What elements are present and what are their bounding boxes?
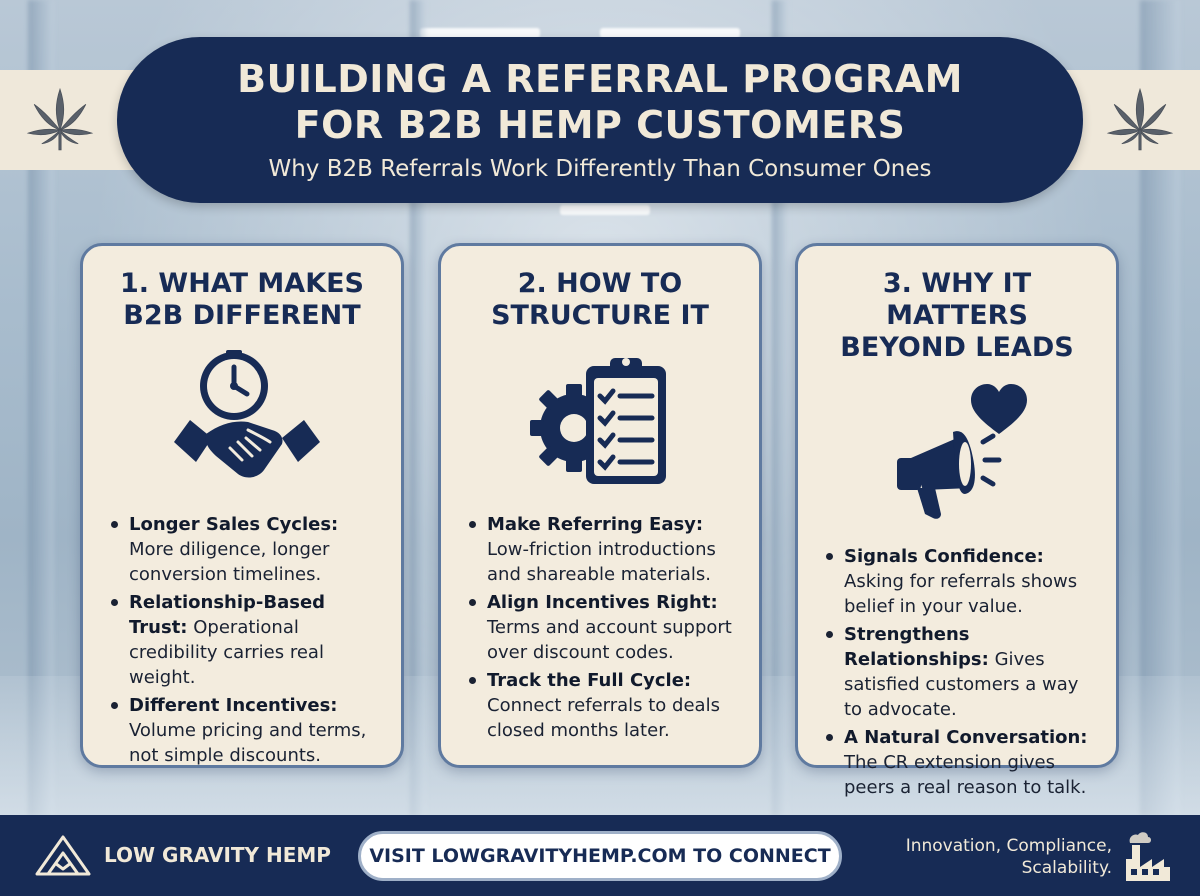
list-item: Longer Sales Cycles: More diligence, lon…	[107, 512, 387, 587]
list-item: Align Incentives Right: Terms and accoun…	[465, 590, 745, 665]
hemp-leaf-icon	[26, 87, 94, 151]
card-title-line-2: B2B DIFFERENT	[123, 300, 361, 331]
mountain-logo-icon	[35, 835, 91, 876]
card-title-line-2: STRUCTURE IT	[491, 300, 709, 331]
tagline-line-2: Scalability.	[1021, 858, 1112, 878]
card-what-makes-b2b-different: 1. WHAT MAKES B2B DIFFERENT Lo	[80, 243, 404, 768]
card-title-line-1: 2. HOW TO	[517, 268, 683, 299]
page-subtitle: Why B2B Referrals Work Differently Than …	[268, 156, 932, 182]
bullet-text: Gives satisfied customers a way to advoc…	[844, 649, 1079, 720]
bullet-heading: Signals Confidence:	[844, 546, 1044, 567]
gear-checklist-icon	[530, 358, 666, 484]
list-item: Signals Confidence: Asking for referrals…	[822, 544, 1102, 619]
hemp-leaf-icon	[1106, 87, 1174, 151]
bullet-list: Make Referring Easy: Low-friction introd…	[465, 512, 745, 743]
visit-website-button[interactable]: VISIT LOWGRAVITYHEMP.COM TO CONNECT	[358, 831, 842, 881]
bullet-heading: Different Incentives:	[129, 695, 338, 716]
list-item: Track the Full Cycle: Connect referrals …	[465, 668, 745, 743]
card-why-it-matters-beyond-leads: 3. WHY IT MATTERS BEYOND LEADS Signals C…	[795, 243, 1119, 798]
bullet-heading: Align Incentives Right:	[487, 592, 718, 613]
card-how-to-structure-it: 2. HOW TO STRUCTURE IT Make	[438, 243, 762, 768]
card-title: 2. HOW TO STRUCTURE IT	[465, 268, 735, 332]
bullet-heading: Make Referring Easy:	[487, 514, 704, 535]
bullet-text: Connect referrals to deals closed months…	[487, 695, 720, 741]
bullet-text: The CR extension gives peers a real reas…	[844, 752, 1087, 798]
factory-icon	[1126, 832, 1170, 881]
list-item: Different Incentives: Volume pricing and…	[107, 693, 387, 768]
list-item: Strengthens Relationships: Gives satisfi…	[822, 622, 1102, 722]
bullet-list: Longer Sales Cycles: More diligence, lon…	[107, 512, 387, 768]
bullet-heading: Track the Full Cycle:	[487, 670, 692, 691]
card-title: 3. WHY IT MATTERS BEYOND LEADS	[822, 268, 1092, 364]
list-item: Relationship-Based Trust: Operational cr…	[107, 590, 387, 690]
bullet-heading: Relationship-Based Trust:	[129, 592, 326, 638]
page-title-line-1: BUILDING A REFERRAL PROGRAM	[237, 57, 963, 101]
background-column	[772, 0, 788, 816]
handshake-clock-icon	[174, 350, 320, 478]
tagline: Innovation, Compliance, Scalability.	[882, 835, 1112, 879]
bullet-text: Low-friction introductions and shareable…	[487, 539, 716, 585]
card-title-line-1: 3. WHY IT MATTERS	[882, 268, 1032, 331]
footer-bar: LOW GRAVITY HEMP VISIT LOWGRAVITYHEMP.CO…	[0, 815, 1200, 896]
ceiling-light	[420, 28, 540, 38]
background-column	[410, 0, 426, 816]
ceiling-light	[600, 28, 740, 38]
page-title-line-2: FOR B2B HEMP CUSTOMERS	[294, 103, 906, 147]
bullet-heading: A Natural Conversation:	[844, 727, 1088, 748]
card-title: 1. WHAT MAKES B2B DIFFERENT	[107, 268, 377, 332]
bullet-text: More diligence, longer conversion timeli…	[129, 539, 330, 585]
bullet-text: Asking for referrals shows belief in you…	[844, 571, 1078, 617]
list-item: A Natural Conversation: The CR extension…	[822, 725, 1102, 800]
tagline-line-1: Innovation, Compliance,	[905, 836, 1112, 856]
ceiling-light	[560, 205, 650, 215]
bullet-heading: Strengthens Relationships:	[844, 624, 989, 670]
card-title-line-1: 1. WHAT MAKES	[119, 268, 364, 299]
megaphone-heart-icon	[897, 384, 1027, 519]
brand-name: LOW GRAVITY HEMP	[104, 843, 331, 867]
bullet-text: Operational credibility carries real wei…	[129, 617, 324, 688]
list-item: Make Referring Easy: Low-friction introd…	[465, 512, 745, 587]
bullet-text: Volume pricing and terms, not simple dis…	[129, 720, 367, 766]
bullet-list: Signals Confidence: Asking for referrals…	[822, 544, 1102, 800]
title-banner: BUILDING A REFERRAL PROGRAM FOR B2B HEMP…	[117, 37, 1083, 203]
card-title-line-2: BEYOND LEADS	[840, 332, 1074, 363]
bullet-text: Terms and account support over discount …	[487, 617, 732, 663]
bullet-heading: Longer Sales Cycles:	[129, 514, 339, 535]
